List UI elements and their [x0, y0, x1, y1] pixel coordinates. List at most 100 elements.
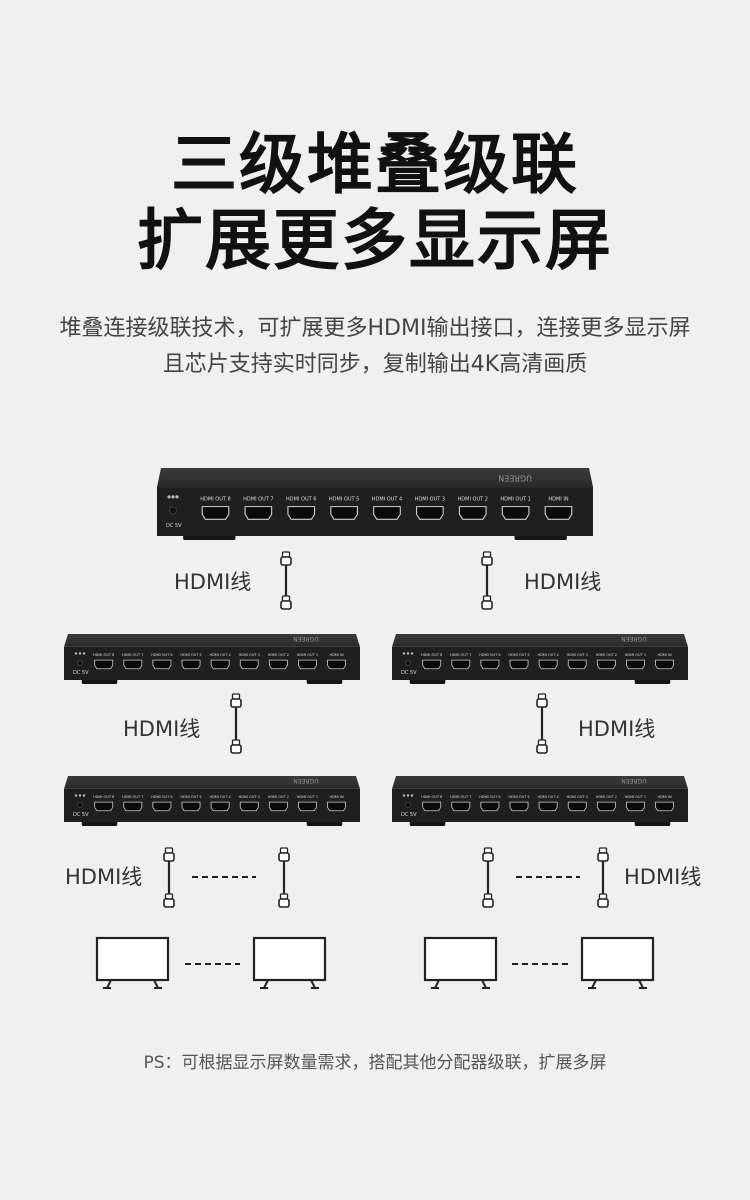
hdmi-plug-icon: [163, 852, 175, 862]
monitor-2: [252, 936, 327, 989]
hdmi-port-icon: [268, 659, 288, 670]
monitor-4: [580, 936, 655, 989]
port-label: HDMI IN: [329, 795, 344, 799]
splitter-devices: UGREEN DC 5V HDMI OUT 8 HDMI OUT 7 HDMI OUT …: [64, 468, 688, 826]
port-label: HDMI OUT 5: [180, 795, 201, 799]
port-label: HDMI OUT 8: [200, 497, 230, 503]
led-icon: [406, 794, 410, 797]
hdmi-plug-icon: [536, 698, 548, 708]
port-label: HDMI OUT 5: [508, 653, 529, 657]
hdmi-port-icon: [239, 801, 259, 812]
power-label: DC 5V: [401, 670, 417, 676]
port-label: HDMI OUT 1: [297, 795, 318, 799]
led-icon: [410, 794, 414, 797]
port-label: HDMI OUT 3: [415, 497, 445, 503]
footer-note: PS：可根据显示屏数量需求，搭配其他分配器级联，扩展多屏: [143, 1053, 607, 1073]
port-label: HDMI OUT 8: [93, 795, 114, 799]
hdmi-port-icon: [373, 506, 401, 520]
brand-logo: UGREEN: [621, 635, 646, 642]
power-label: DC 5V: [401, 812, 417, 818]
hdmi-port-icon: [655, 801, 674, 812]
hdmi-port-icon: [123, 659, 143, 670]
led-icon: [171, 495, 175, 499]
power-jack-icon: [169, 506, 177, 515]
port-label: HDMI OUT 7: [450, 795, 471, 799]
port-label: HDMI OUT 2: [596, 653, 617, 657]
cable-low-3: [482, 847, 494, 908]
power-jack-icon: [77, 659, 83, 666]
hdmi-port-icon: [210, 659, 230, 670]
hdmi-port-icon: [123, 801, 143, 812]
hdmi-plug-icon: [163, 898, 175, 908]
cable-top-left: [280, 551, 292, 610]
headline-line-1: 三级堆叠级联: [171, 126, 579, 203]
hdmi-port-icon: [596, 659, 616, 670]
cable-label-1: HDMI线: [174, 570, 251, 594]
hdmi-port-icon: [655, 659, 674, 670]
port-label: HDMI OUT 3: [567, 795, 588, 799]
port-label: HDMI OUT 3: [567, 653, 588, 657]
port-label: HDMI OUT 2: [596, 795, 617, 799]
led-icon: [82, 652, 86, 655]
hdmi-port-icon: [239, 659, 259, 670]
monitor-screen-icon: [423, 936, 498, 982]
hdmi-port-icon: [509, 659, 529, 670]
monitor-1: [95, 936, 170, 989]
hdmi-port-icon: [330, 506, 358, 520]
port-label: HDMI OUT 7: [243, 497, 273, 503]
power-jack-icon: [405, 801, 411, 808]
hdmi-plug-icon: [597, 898, 609, 908]
power-label: DC 5V: [73, 670, 89, 676]
port-label: HDMI OUT 4: [209, 653, 231, 657]
led-icon: [74, 652, 78, 655]
hdmi-port-icon: [268, 801, 288, 812]
hdmi-port-icon: [210, 801, 230, 812]
led-icon: [167, 495, 171, 499]
port-label: HDMI OUT 5: [180, 653, 201, 657]
port-label: HDMI OUT 5: [329, 497, 359, 503]
monitor-screen-icon: [95, 936, 170, 982]
power-label: DC 5V: [73, 812, 89, 818]
hdmi-port-icon: [422, 659, 442, 670]
led-icon: [78, 794, 82, 797]
hdmi-port-icon: [181, 801, 201, 812]
hdmi-port-icon: [152, 659, 172, 670]
hdmi-plug-icon: [597, 852, 609, 862]
power-jack-icon: [405, 659, 411, 666]
subtitle-line-1: 堆叠连接级联技术，可扩展更多HDMI输出接口，连接更多显示屏: [59, 316, 691, 341]
headline-line-2: 扩展更多显示屏: [137, 202, 613, 279]
splitter-mid-right: UGREEN DC 5V HDMI OUT 8 HDMI OUT 7 HDMI OUT …: [392, 634, 688, 684]
port-label: HDMI IN: [548, 497, 568, 503]
port-label: HDMI OUT 6: [286, 497, 316, 503]
hdmi-port-icon: [416, 506, 444, 520]
port-label: HDMI OUT 1: [500, 497, 530, 503]
hdmi-port-icon: [567, 659, 587, 670]
port-label: HDMI OUT 2: [268, 653, 289, 657]
cable-low-1: [163, 847, 175, 908]
led-icon: [82, 794, 86, 797]
port-label: HDMI OUT 6: [151, 795, 172, 799]
hdmi-port-icon: [501, 506, 530, 520]
led-icon: [406, 652, 410, 655]
cable-top-right: [481, 551, 493, 610]
device-top: [64, 634, 360, 647]
port-label: HDMI OUT 3: [239, 795, 260, 799]
continuation-dashes: [185, 876, 580, 965]
hdmi-plug-icon: [278, 852, 290, 862]
port-label: HDMI OUT 4: [209, 795, 231, 799]
port-label: HDMI OUT 4: [537, 795, 559, 799]
port-label: HDMI OUT 8: [421, 653, 442, 657]
brand-logo: UGREEN: [498, 473, 532, 482]
hdmi-plug-icon: [230, 744, 242, 754]
port-label: HDMI OUT 7: [122, 795, 143, 799]
monitor-3: [423, 936, 498, 989]
monitor-stand-icon: [588, 979, 647, 989]
port-label: HDMI OUT 7: [450, 653, 471, 657]
port-label: HDMI IN: [657, 653, 672, 657]
hdmi-port-icon: [327, 801, 346, 812]
monitor-stand-icon: [103, 979, 162, 989]
port-label: HDMI OUT 4: [537, 653, 559, 657]
hdmi-port-icon: [596, 801, 616, 812]
